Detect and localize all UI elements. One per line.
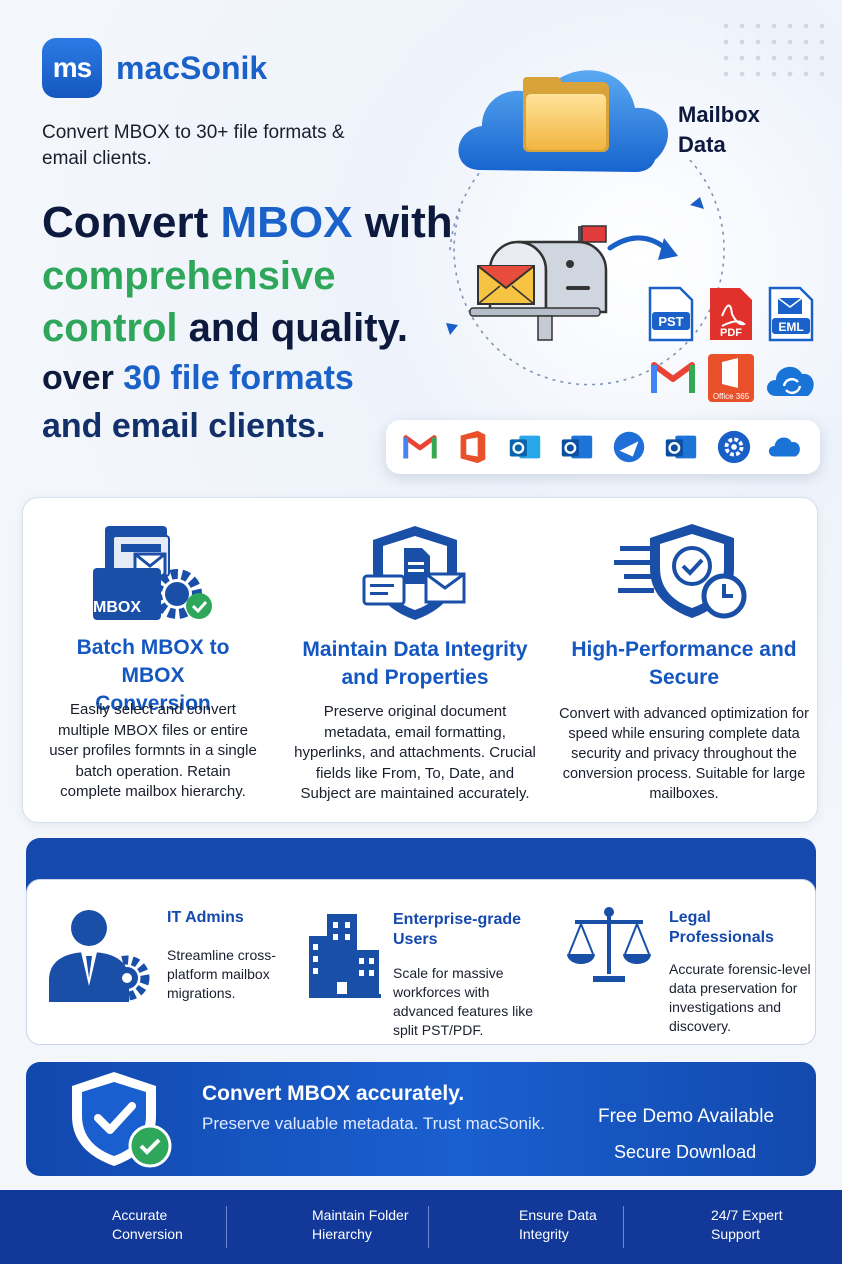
audience-title: Legal Professionals	[669, 909, 774, 946]
headline-text: 30 file formats	[123, 359, 354, 397]
brand-logo[interactable]: ms macSonik	[42, 38, 267, 98]
eml-file-icon: EML	[768, 286, 814, 342]
audience-panel: IT Admins Streamline cross-platform mail…	[26, 879, 816, 1045]
outlook-icon[interactable]	[662, 428, 700, 466]
mbox-badge: MBOX	[93, 599, 141, 616]
mailbox-data-label: Mailbox Data	[678, 102, 760, 157]
audience-description: Streamline cross-platform mailbox migrat…	[167, 947, 276, 1001]
headline-text: Convert	[42, 198, 221, 247]
building-icon	[309, 914, 381, 998]
audience-legal: Legal Professionals Accurate forensic-le…	[669, 908, 819, 1036]
office365-icon[interactable]	[453, 428, 491, 466]
footer-bar: Accurate Conversion Maintain Folder Hier…	[0, 1190, 842, 1264]
decorative-dots	[718, 18, 830, 78]
brand-name: macSonik	[116, 49, 268, 86]
office365-icon: Office 365	[708, 354, 754, 402]
feature-description: Easily select and convert multiple MBOX …	[49, 701, 257, 800]
headline: Convert MBOX with comprehensive control …	[42, 196, 462, 450]
outlook-icon[interactable]	[506, 428, 544, 466]
onedrive-icon[interactable]	[767, 428, 805, 466]
secure-download-link[interactable]: Secure Download	[614, 1142, 757, 1162]
feature-description: Convert with advanced optimization for s…	[559, 706, 809, 802]
audience-description: Scale for massive workforces with advanc…	[393, 965, 534, 1038]
pst-label: PST	[658, 314, 683, 329]
audience-it-admins: IT Admins Streamline cross-platform mail…	[167, 908, 287, 1003]
footer-item: Accurate Conversion	[112, 1207, 183, 1242]
pdf-file-icon: PDF	[710, 288, 752, 340]
cta-subtitle: Preserve valuable metadata. Trust macSon…	[202, 1114, 545, 1133]
headline-text: with	[352, 198, 453, 247]
headline-text: over	[42, 359, 124, 397]
footer-divider	[623, 1206, 624, 1248]
audience-title: IT Admins	[167, 909, 244, 926]
shield-check-icon	[72, 1072, 172, 1168]
footer-divider	[428, 1206, 429, 1248]
footer-item: Maintain Folder Hierarchy	[312, 1207, 409, 1242]
feature-description: Preserve original document metadata, ema…	[294, 703, 536, 802]
outlook-icon[interactable]	[558, 428, 596, 466]
thunderbird-icon[interactable]	[610, 428, 648, 466]
gmail-icon	[651, 362, 695, 393]
shield-clock-icon	[614, 524, 747, 619]
audience-description: Accurate forensic-level data preservatio…	[669, 961, 811, 1034]
shield-document-icon	[362, 526, 466, 620]
audience-enterprise: Enterprise-grade Users Scale for massive…	[393, 910, 553, 1040]
footer-item: Ensure Data Integrity	[519, 1207, 597, 1242]
feature-title: Maintain Data Integrity and Properties	[302, 638, 528, 689]
free-demo-link[interactable]: Free Demo Available	[598, 1106, 775, 1127]
mbox-gear-icon: MBOX	[93, 526, 212, 620]
settings-icon[interactable]	[715, 428, 753, 466]
audience-title: Enterprise-grade Users	[393, 911, 522, 948]
headline-text: control	[42, 306, 178, 350]
cta-banner: Convert MBOX accurately. Preserve valuab…	[26, 1062, 816, 1176]
features-panel: MBOX Batch MBOX to MBOX Conversion Easil…	[22, 497, 818, 823]
footer-divider	[226, 1206, 227, 1248]
headline-text: and email clients.	[42, 407, 326, 445]
feature-title: High-Performance and Secure	[571, 638, 797, 689]
eml-label: EML	[778, 320, 803, 334]
tagline: Convert MBOX to 30+ file formats & email…	[42, 122, 345, 169]
cta-title: Convert MBOX accurately.	[202, 1082, 465, 1105]
cloud-sync-icon	[767, 366, 814, 396]
logo-badge: ms	[42, 38, 102, 98]
footer-item: 24/7 Expert Support	[711, 1207, 783, 1242]
headline-text: and quality.	[177, 306, 408, 350]
hero-graphic	[446, 70, 725, 386]
mailbox-icon	[469, 225, 608, 341]
scales-icon	[567, 907, 651, 982]
admin-user-icon	[49, 910, 150, 1002]
email-clients-strip	[386, 420, 820, 474]
pdf-label: PDF	[720, 327, 742, 339]
pst-file-icon: PST	[648, 286, 694, 342]
office365-label: Office 365	[713, 392, 750, 401]
feature-title: Batch MBOX to MBOX Conversion	[76, 636, 230, 715]
gmail-icon[interactable]	[401, 428, 439, 466]
headline-text: comprehensive	[42, 254, 336, 298]
cloud-folder-icon	[458, 70, 669, 172]
headline-text: MBOX	[220, 198, 353, 247]
